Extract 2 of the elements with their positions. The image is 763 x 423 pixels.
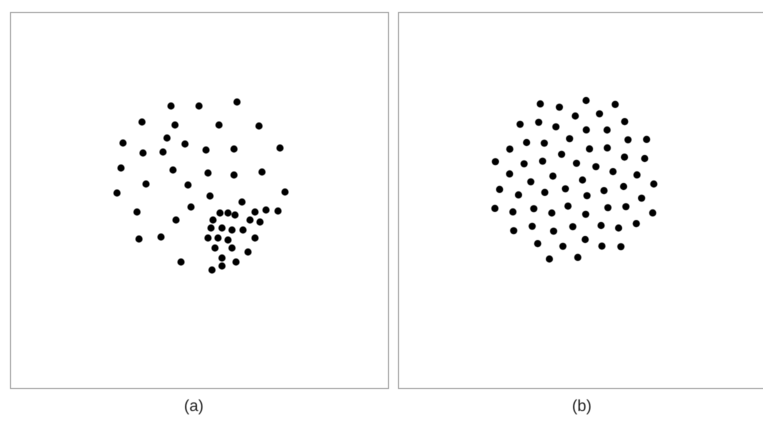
panel-label: (b) [572, 398, 592, 416]
panel-label: (a) [184, 398, 204, 416]
